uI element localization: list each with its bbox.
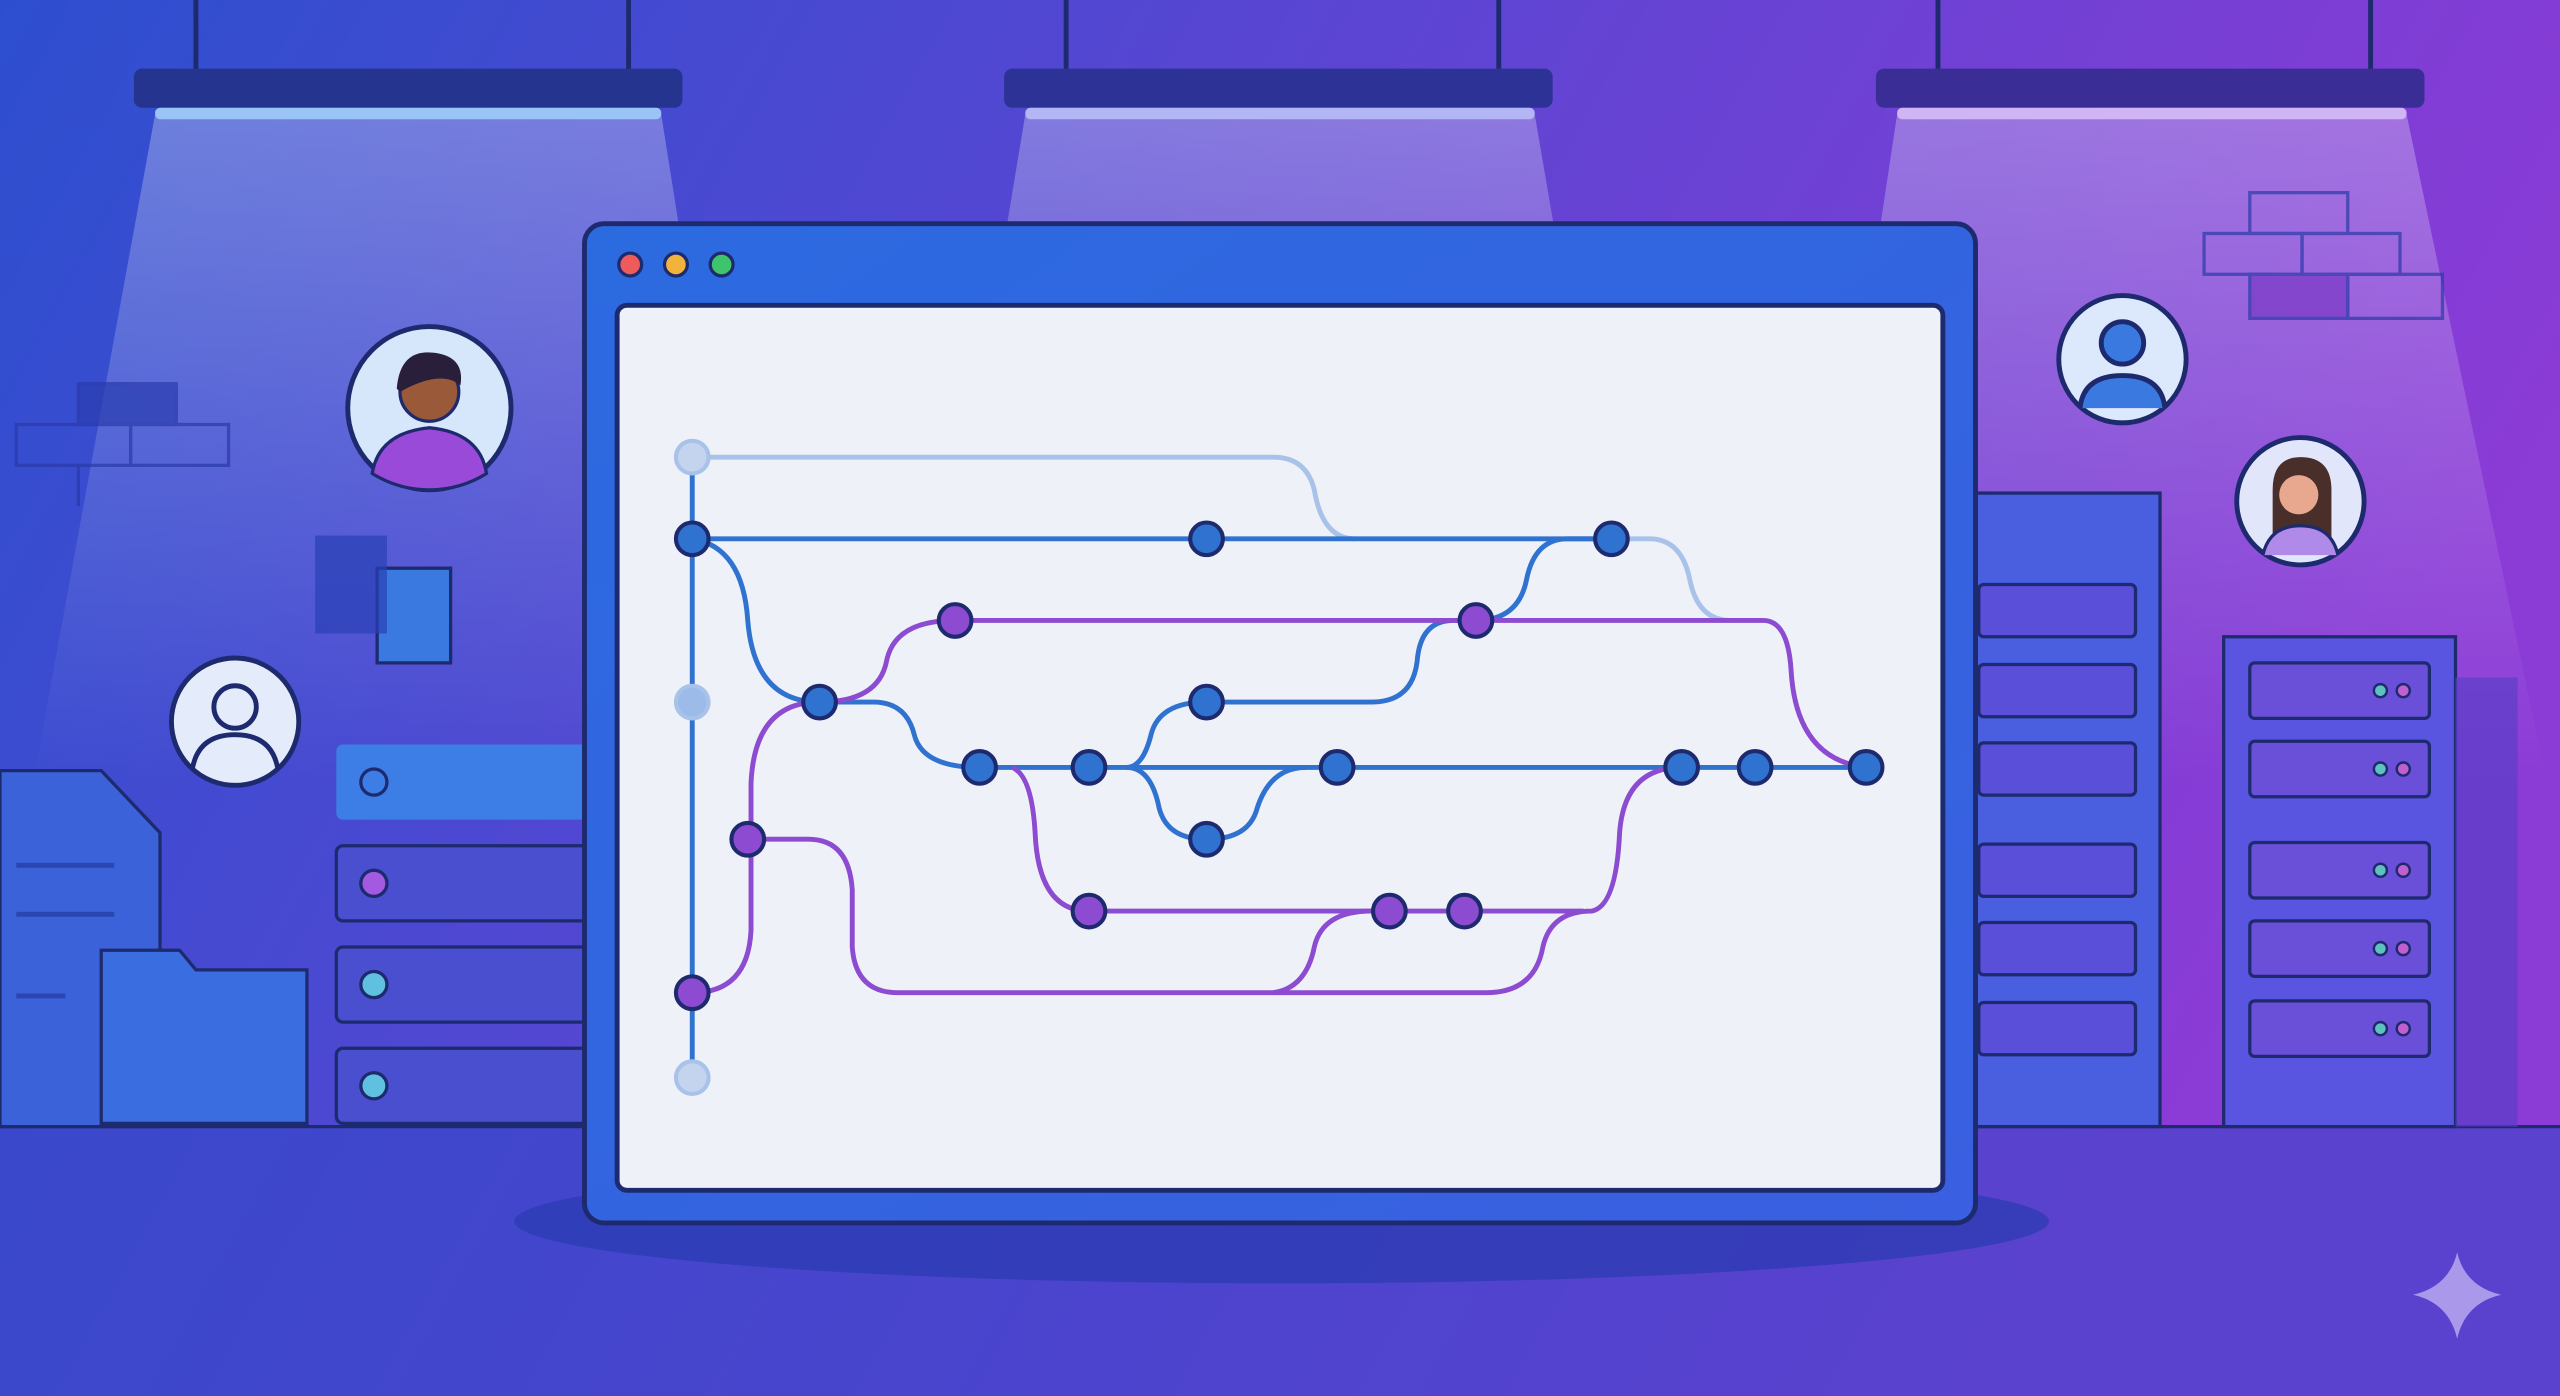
server-rack-icon <box>2455 677 2518 1127</box>
server-rack-icon <box>334 744 600 1125</box>
folder-icon <box>99 948 309 1125</box>
window-maximize-dot[interactable] <box>708 251 735 278</box>
commit-node[interactable] <box>1188 683 1225 721</box>
commit-node[interactable] <box>1446 892 1483 930</box>
commit-node[interactable] <box>1070 749 1108 786</box>
graph-canvas <box>614 302 1946 1193</box>
sparkle-icon <box>2413 1252 2502 1339</box>
commit-node[interactable] <box>801 683 838 721</box>
window-close-dot[interactable] <box>617 251 644 278</box>
commit-node[interactable] <box>1457 602 1495 639</box>
app-window <box>582 221 1978 1226</box>
commit-node[interactable] <box>936 602 974 639</box>
commit-node[interactable] <box>673 1059 711 1096</box>
user-avatar-icon <box>2056 293 2189 426</box>
user-avatar-icon <box>2234 435 2367 568</box>
branch-purple <box>747 764 1682 996</box>
git-branch-graph <box>673 438 1885 1096</box>
commit-node[interactable] <box>673 520 711 558</box>
commit-node[interactable] <box>1736 749 1774 786</box>
branch-faded <box>692 454 1356 542</box>
commit-node[interactable] <box>1663 749 1700 786</box>
commit-node[interactable] <box>673 974 711 1012</box>
server-rack-icon <box>2222 635 2458 1129</box>
sticky-note <box>375 566 453 665</box>
branch-purple <box>1273 908 1372 996</box>
commit-node[interactable] <box>729 820 767 858</box>
commit-node[interactable] <box>1847 749 1885 786</box>
branch-blue <box>1126 536 1612 770</box>
commit-node[interactable] <box>1371 892 1408 930</box>
user-avatar-icon <box>345 324 514 493</box>
server-rack-icon <box>1965 491 2162 1129</box>
branch-purple <box>955 617 1867 770</box>
branch-faded <box>1611 536 1731 623</box>
sticky-note <box>315 535 387 634</box>
window-minimize-dot[interactable] <box>662 251 689 278</box>
commit-node[interactable] <box>673 683 711 721</box>
commit-node[interactable] <box>1188 520 1225 558</box>
user-avatar-icon <box>168 655 302 788</box>
commit-node[interactable] <box>1593 520 1630 558</box>
commit-node[interactable] <box>1070 892 1108 930</box>
commit-node[interactable] <box>1188 820 1225 858</box>
commit-node[interactable] <box>1318 749 1356 786</box>
commit-node[interactable] <box>961 749 998 786</box>
commit-node[interactable] <box>673 438 711 476</box>
brick-decoration <box>14 191 2445 507</box>
